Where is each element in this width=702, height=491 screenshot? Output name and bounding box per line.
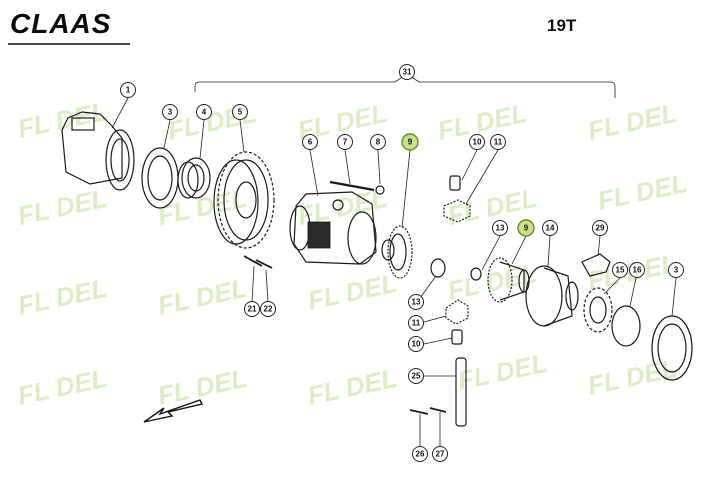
part-shaft	[424, 357, 467, 427]
svg-text:22: 22	[264, 305, 273, 314]
brand-logo: CLAAS	[10, 8, 111, 39]
callout-3: 3	[162, 104, 178, 120]
svg-text:31: 31	[403, 68, 412, 77]
watermark: FL DEL	[165, 98, 260, 146]
part-pin	[329, 149, 375, 192]
callout-9-highlighted: 9	[517, 219, 535, 237]
watermark: FL DEL	[585, 98, 680, 146]
svg-text:16: 16	[633, 266, 642, 275]
part-ring-small	[375, 149, 385, 195]
diagram-code: 19T	[547, 16, 577, 35]
part-diff-housing	[289, 149, 377, 265]
callout-10: 10	[469, 134, 485, 150]
callout-13: 13	[492, 220, 508, 236]
svg-text:10: 10	[473, 138, 482, 147]
svg-text:13: 13	[496, 224, 505, 233]
callout-29: 29	[592, 220, 608, 236]
part-pins-lower	[409, 407, 447, 446]
part-oring	[611, 277, 641, 347]
part-gasket-right	[651, 277, 693, 381]
svg-text:27: 27	[436, 450, 445, 459]
callout-8: 8	[370, 134, 386, 150]
callout-7: 7	[337, 134, 353, 150]
part-bevel-gear	[381, 149, 413, 279]
watermark: FL DEL	[595, 168, 690, 216]
svg-text:3: 3	[674, 266, 679, 275]
callout-3: 3	[668, 262, 684, 278]
callout-26: 26	[412, 446, 428, 462]
callouts: 1 3 4 5 6 7 8 9 10 11 13 9 14 29 15 16 3…	[120, 64, 684, 462]
callout-9-highlighted: 9	[401, 133, 419, 151]
watermark: FL DEL	[15, 363, 110, 411]
part-gear	[213, 119, 275, 249]
svg-text:3: 3	[168, 108, 173, 117]
svg-text:9: 9	[408, 138, 413, 147]
svg-text:5: 5	[238, 108, 243, 117]
watermark: FL DEL	[585, 353, 680, 401]
watermark: FL DEL	[305, 363, 400, 411]
callout-16: 16	[629, 262, 645, 278]
svg-text:13: 13	[412, 298, 421, 307]
svg-text:14: 14	[546, 224, 555, 233]
callout-4: 4	[196, 104, 212, 120]
part-bushing-lower	[423, 329, 463, 345]
svg-text:21: 21	[248, 305, 257, 314]
callout-13: 13	[408, 294, 424, 310]
callout-5: 5	[232, 104, 248, 120]
svg-text:7: 7	[343, 138, 348, 147]
part-washer	[419, 235, 501, 299]
part-bushing	[449, 149, 478, 191]
part-flange	[525, 235, 579, 327]
header: CLAAS 19T	[8, 8, 577, 45]
callout-15: 15	[612, 262, 628, 278]
svg-text:11: 11	[412, 319, 421, 328]
part-bracket	[581, 235, 611, 277]
watermark: FL DEL	[155, 183, 250, 231]
watermark: FL DEL	[455, 348, 550, 396]
watermark: FL DEL	[15, 273, 110, 321]
svg-text:26: 26	[416, 450, 425, 459]
callout-25: 25	[408, 368, 424, 384]
svg-text:4: 4	[202, 108, 207, 117]
svg-text:1: 1	[126, 86, 131, 95]
svg-text:9: 9	[524, 224, 529, 233]
watermark: FL DEL	[15, 183, 110, 231]
part-pinion	[443, 149, 499, 223]
svg-text:11: 11	[494, 138, 503, 147]
part-housing	[61, 97, 135, 191]
callout-27: 27	[432, 446, 448, 462]
arrow-down-left-icon	[143, 399, 204, 423]
svg-text:25: 25	[412, 372, 421, 381]
svg-text:29: 29	[596, 224, 605, 233]
part-bearing	[177, 119, 211, 199]
callout-6: 6	[302, 134, 318, 150]
watermark: FL DEL	[155, 273, 250, 321]
svg-text:10: 10	[412, 340, 421, 349]
callout-1: 1	[120, 82, 136, 98]
part-bevel-gear-right	[487, 235, 530, 303]
svg-text:8: 8	[376, 138, 381, 147]
callout-14: 14	[542, 220, 558, 236]
part-bearing-right	[583, 277, 621, 333]
callout-22: 22	[260, 301, 276, 317]
svg-text:6: 6	[308, 138, 313, 147]
svg-text:15: 15	[616, 266, 625, 275]
callout-11: 11	[490, 134, 506, 150]
callout-21: 21	[244, 301, 260, 317]
part-pinion-lower	[423, 299, 469, 325]
callout-11: 11	[408, 315, 424, 331]
callout-31: 31	[399, 64, 415, 80]
callout-10: 10	[408, 336, 424, 352]
watermark: FL DEL	[305, 268, 400, 316]
part-pins-upper	[243, 255, 273, 303]
